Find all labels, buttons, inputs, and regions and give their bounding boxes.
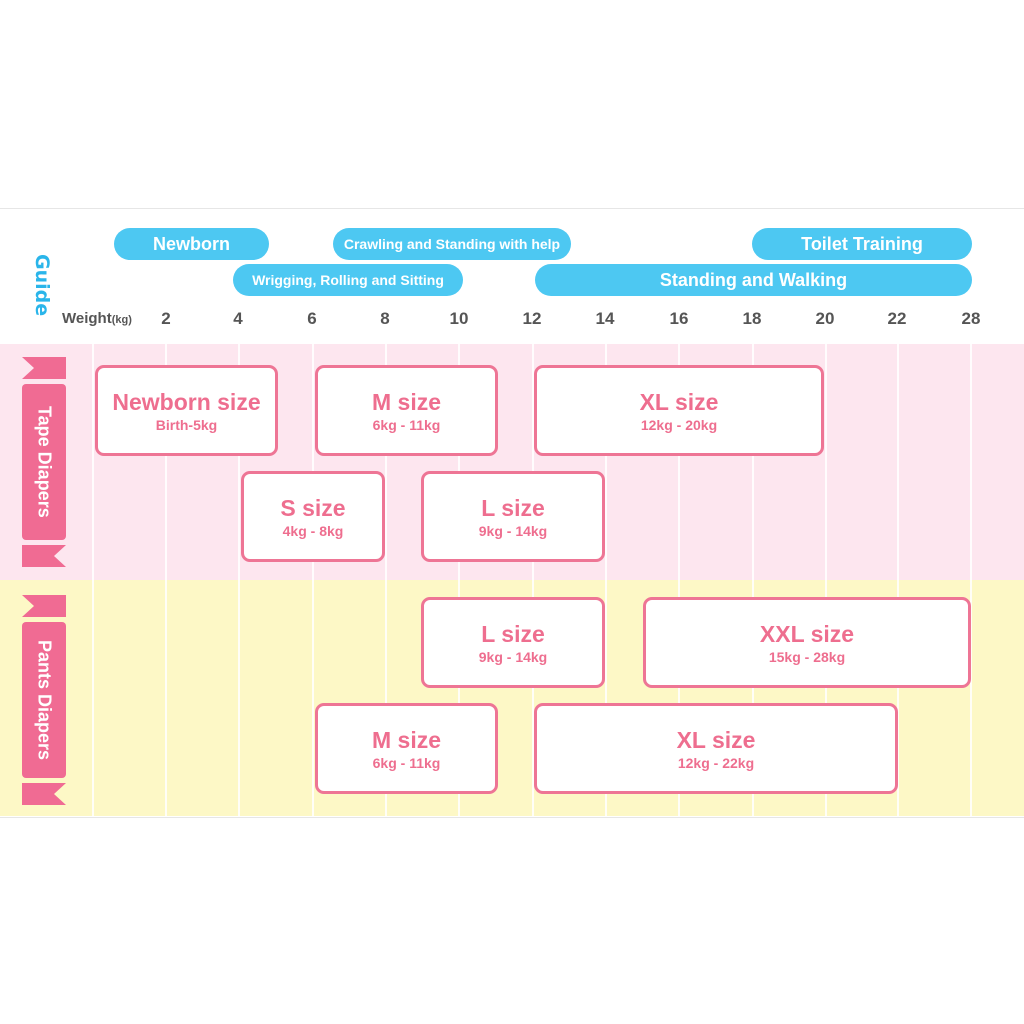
grid-line [752,344,754,816]
ribbon-bottom-notch [22,783,66,805]
size-range: 12kg - 20kg [640,416,718,433]
ribbon-top-notch [22,595,66,617]
ribbon-bottom-notch [22,545,66,567]
weight-axis-label: Weight(kg) [62,310,132,327]
tape-size-m: M size 6kg - 11kg [315,365,498,456]
weight-tick: 22 [887,309,907,328]
size-range: 4kg - 8kg [282,522,344,539]
weight-tick: 4 [233,309,243,328]
weight-axis-text: Weight [62,310,112,327]
grid-line [92,344,94,816]
weight-tick: 6 [307,309,317,328]
grid-line [678,344,680,816]
stage-label: Standing and Walking [659,269,848,290]
ribbon-top-notch [22,357,66,379]
stage-toilet-training: Toilet Training [752,228,972,260]
stage-crawling: Crawling and Standing with help [333,228,571,260]
size-name: M size [371,726,442,753]
size-name: L size [481,494,545,521]
grid-line [532,344,534,816]
size-name: XL size [676,726,756,753]
size-range: 6kg - 11kg [372,416,441,433]
weight-tick: 10 [449,309,469,328]
weight-tick: 8 [380,309,390,328]
grid-line [385,344,387,816]
stage-label: Newborn [152,233,230,254]
pants-diapers-label-box: Pants Diapers [22,622,66,778]
weight-tick: 18 [742,309,762,328]
grid-line [897,344,899,816]
size-range: 6kg - 11kg [372,754,441,771]
grid-line [825,344,827,816]
stage-label: Toilet Training [801,233,923,254]
guide-label: Guide [31,253,53,317]
weight-tick: 2 [161,309,171,328]
size-range: 15kg - 28kg [768,648,846,665]
grid-line [458,344,460,816]
grid-line [605,344,607,816]
size-name: XL size [639,388,719,415]
size-range: 12kg - 22kg [677,754,755,771]
stage-label: Wrigging, Rolling and Sitting [252,272,444,288]
grid-line [165,344,167,816]
tape-size-newborn: Newborn size Birth-5kg [95,365,278,456]
stage-standing-walking: Standing and Walking [535,264,972,296]
pants-size-l: L size 9kg - 14kg [421,597,605,688]
grid-line [970,344,972,816]
pants-size-xxl: XXL size 15kg - 28kg [643,597,971,688]
size-guide-chart: Guide Newborn Crawling and Standing with… [0,208,1024,818]
grid-line [312,344,314,816]
weight-axis-unit: (kg) [111,314,132,326]
size-range: 9kg - 14kg [478,648,548,665]
pants-diapers-label: Pants Diapers [34,639,55,761]
tape-size-l: L size 9kg - 14kg [421,471,605,562]
size-range: Birth-5kg [155,416,218,433]
stage-wrigging: Wrigging, Rolling and Sitting [233,264,463,296]
size-name: XXL size [759,620,855,647]
tape-diapers-ribbon: Tape Diapers [22,357,66,567]
stage-newborn: Newborn [114,228,269,260]
tape-size-s: S size 4kg - 8kg [241,471,385,562]
tape-size-xl: XL size 12kg - 20kg [534,365,824,456]
pants-diapers-ribbon: Pants Diapers [22,595,66,805]
tape-diapers-label-box: Tape Diapers [22,384,66,540]
tape-diapers-label: Tape Diapers [34,406,55,518]
weight-tick: 16 [669,309,689,328]
weight-tick: 28 [961,309,981,328]
size-name: Newborn size [112,388,261,415]
grid-line [238,344,240,816]
weight-tick: 20 [815,309,835,328]
size-name: M size [371,388,442,415]
size-range: 9kg - 14kg [478,522,548,539]
stage-label: Crawling and Standing with help [343,236,561,252]
weight-tick: 12 [522,309,542,328]
pants-size-m: M size 6kg - 11kg [315,703,498,794]
weight-tick: 14 [595,309,615,328]
size-name: L size [481,620,545,647]
pants-size-xl: XL size 12kg - 22kg [534,703,898,794]
size-name: S size [280,494,346,521]
